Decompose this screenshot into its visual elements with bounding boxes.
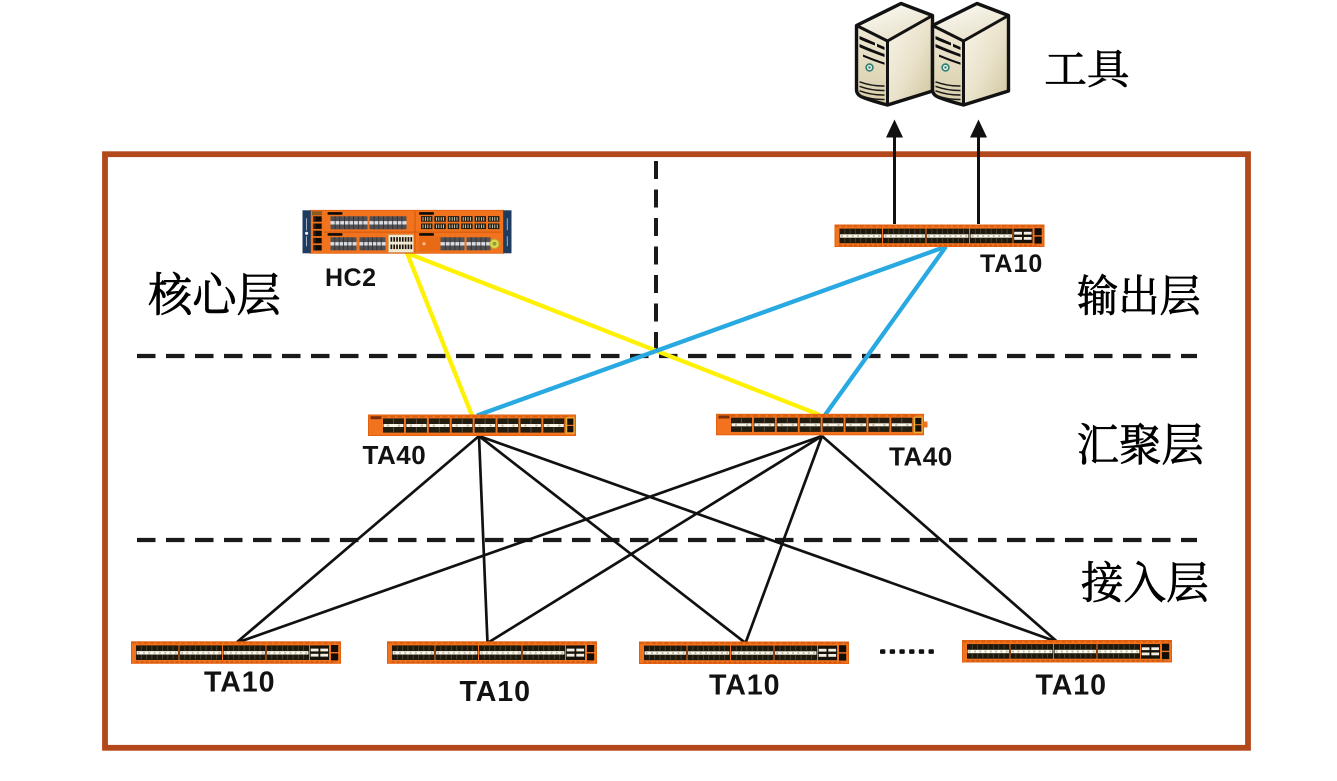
svg-text:TA10: TA10 bbox=[980, 250, 1043, 278]
svg-text:TA10: TA10 bbox=[204, 666, 275, 698]
svg-text:TA10: TA10 bbox=[709, 669, 780, 701]
svg-text:TA40: TA40 bbox=[889, 442, 953, 472]
svg-text:HC2: HC2 bbox=[325, 264, 377, 292]
svg-text:TA10: TA10 bbox=[1036, 669, 1107, 701]
svg-text:TA10: TA10 bbox=[460, 676, 531, 708]
svg-text:TA40: TA40 bbox=[363, 440, 427, 470]
